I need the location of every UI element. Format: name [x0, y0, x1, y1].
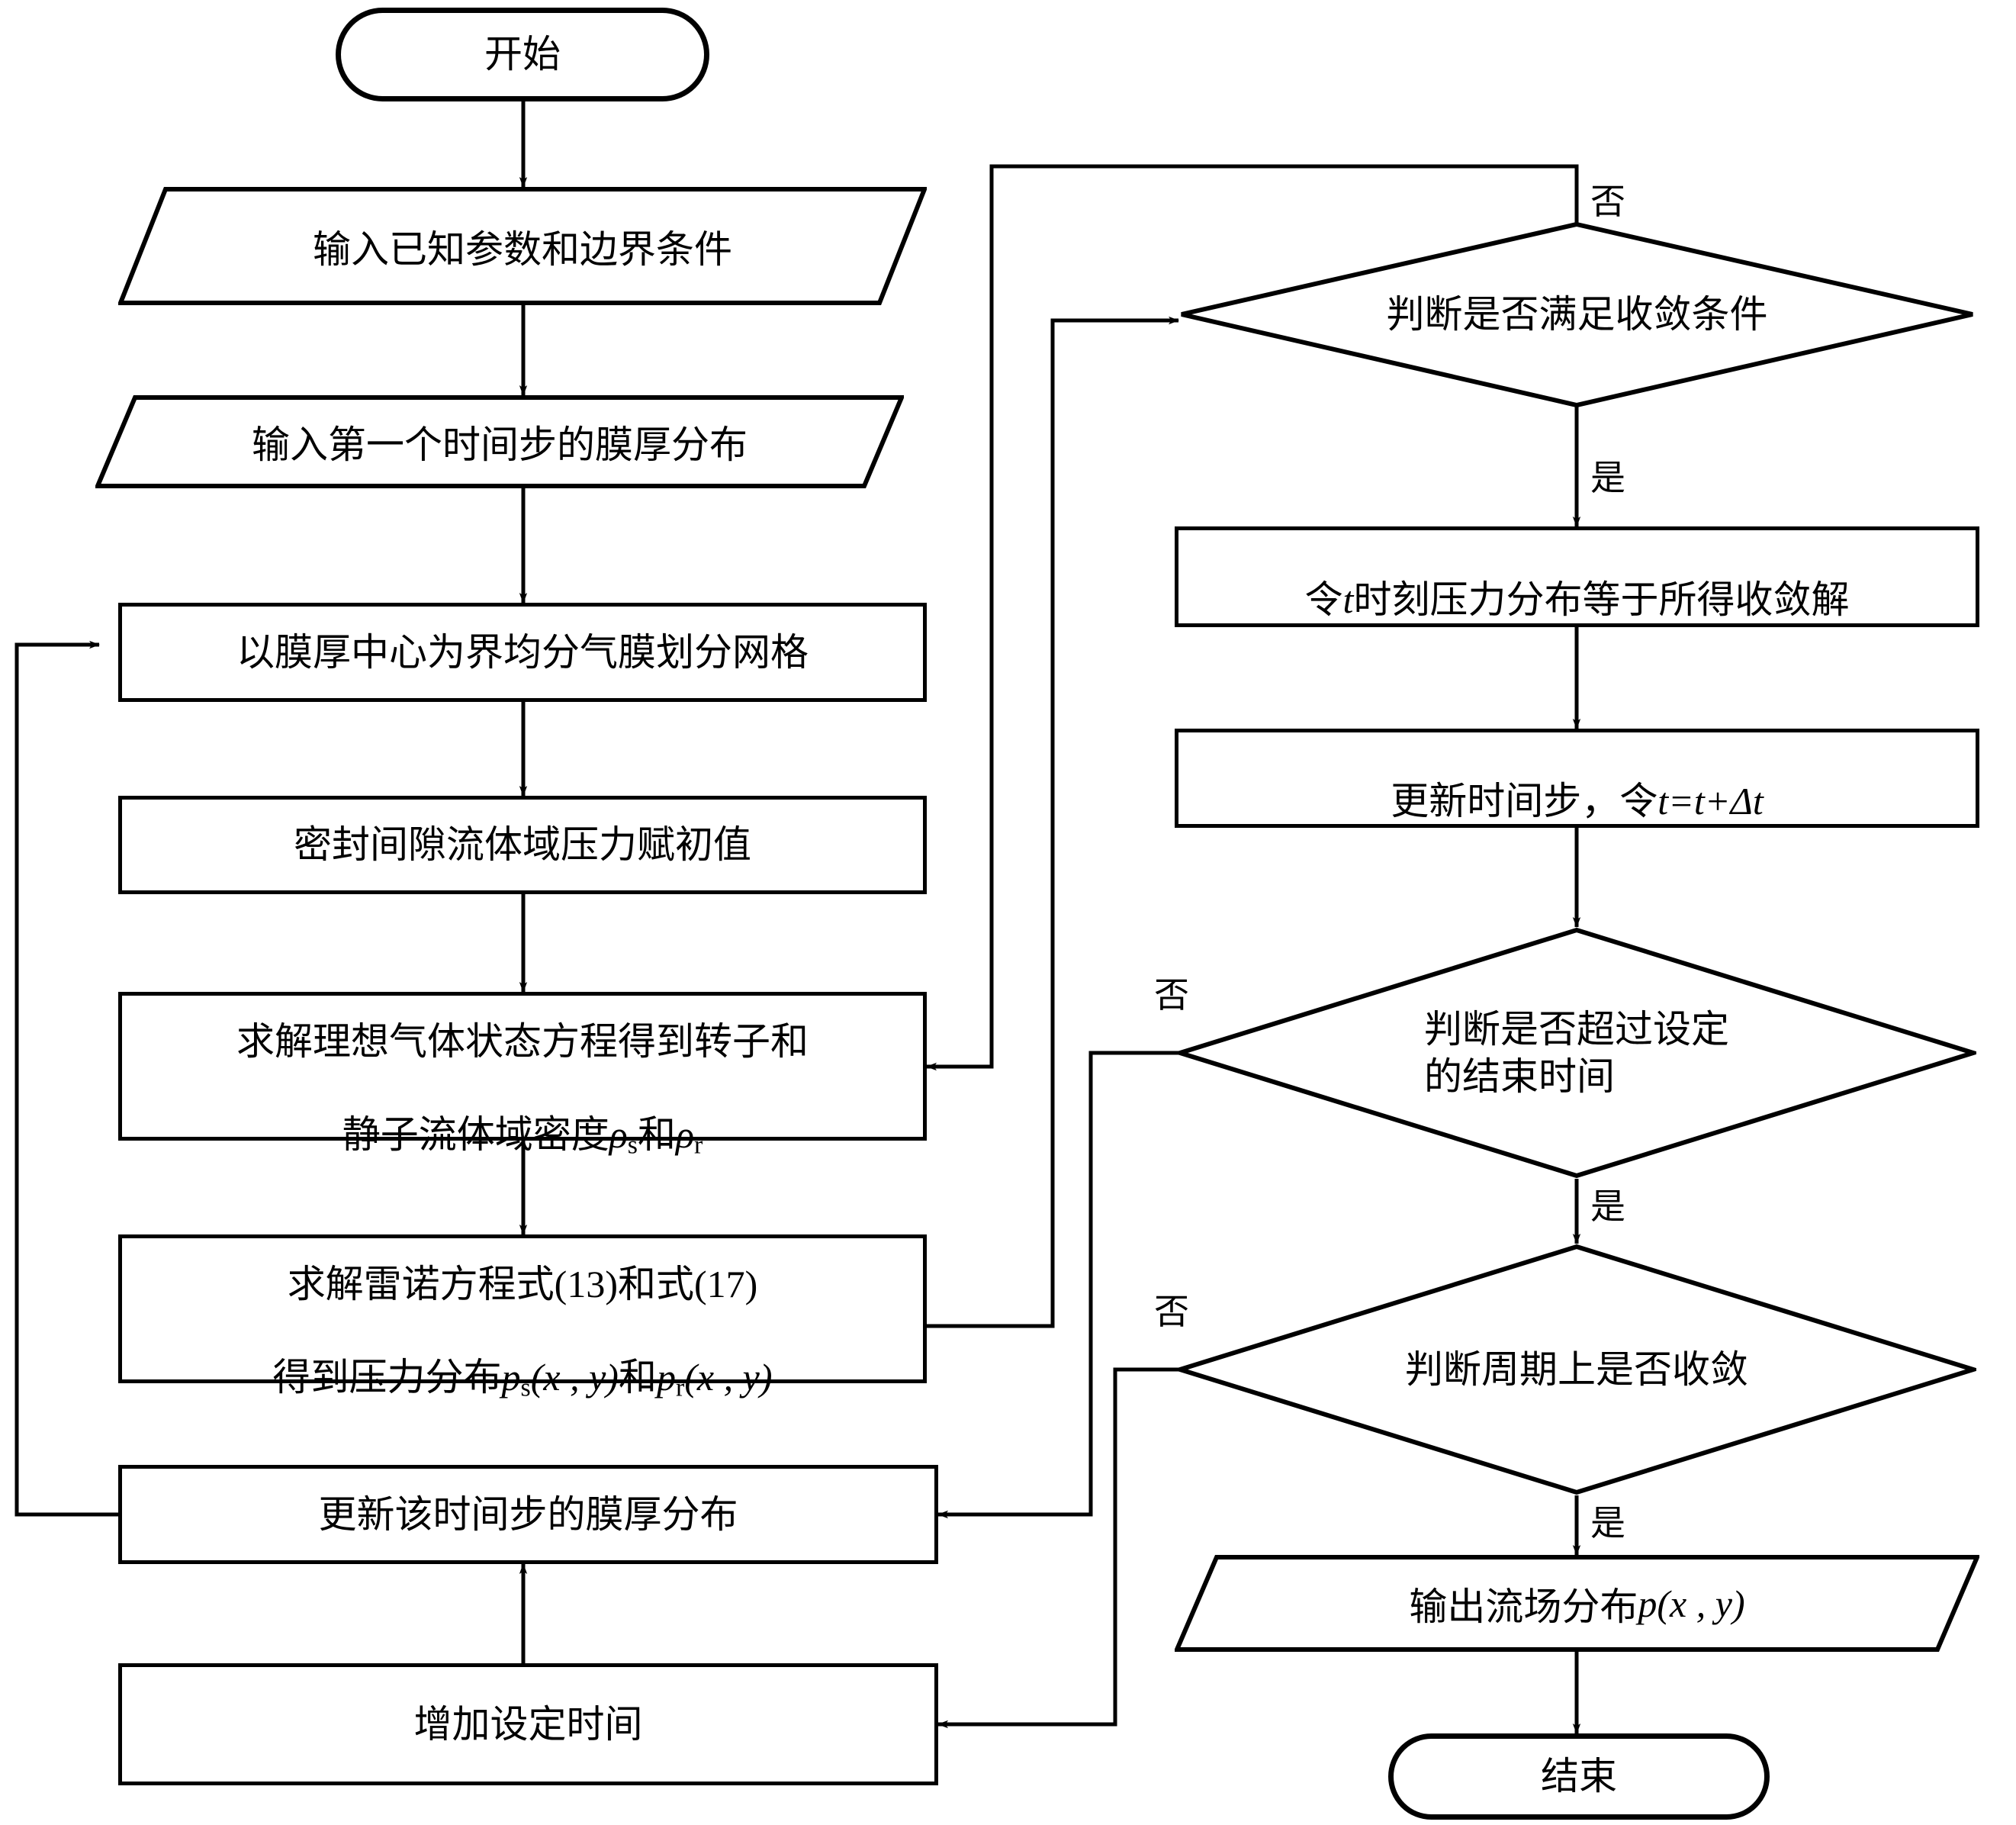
node-add-time-label: 增加设定时间 — [413, 1702, 643, 1746]
node-reynolds-line1: 求解雷诺方程式(13)和式(17) — [287, 1262, 758, 1305]
diamond-shape — [1177, 1244, 1976, 1495]
time-step-expression: t=t+Δt — [1657, 780, 1764, 822]
edge-label-endtime-no: 否 — [1154, 976, 1189, 1015]
edge-label-period-yes: 是 — [1590, 1504, 1625, 1543]
node-init-pressure[interactable]: 密封间隙流体域压力赋初值 — [118, 796, 927, 894]
rho-r-subscript: r — [693, 1131, 703, 1159]
p-s-arguments: (x , y) — [530, 1355, 619, 1399]
node-end-label: 结束 — [1541, 1755, 1617, 1798]
rho-r-symbol: ρ — [675, 1112, 694, 1156]
diamond-shape — [1181, 221, 1973, 408]
set-pressure-suffix: 时刻压力分布等于所得收敛解 — [1353, 578, 1850, 621]
p-r-subscript: r — [675, 1373, 685, 1402]
node-density-line2-prefix: 静子流体域密度 — [342, 1112, 609, 1156]
edge-label-converge-yes: 是 — [1590, 459, 1625, 497]
node-mesh[interactable]: 以膜厚中心为界均分气膜划分网格 — [118, 603, 927, 702]
node-update-film[interactable]: 更新该时间步的膜厚分布 — [118, 1465, 938, 1564]
parallelogram-shape — [118, 187, 927, 305]
node-input-params[interactable]: 输入已知参数和边界条件 — [118, 187, 927, 305]
rho-s-symbol: ρ — [609, 1112, 628, 1156]
node-mesh-label: 以膜厚中心为界均分气膜划分网格 — [236, 630, 809, 674]
node-end[interactable]: 结束 — [1388, 1733, 1770, 1820]
node-check-converge[interactable]: 判断是否满足收敛条件 — [1178, 221, 1976, 408]
node-input-film[interactable]: 输入第一个时间步的膜厚分布 — [95, 395, 904, 488]
rho-s-subscript: s — [627, 1131, 638, 1159]
set-pressure-prefix: 令 — [1304, 578, 1343, 621]
node-update-film-label: 更新该时间步的膜厚分布 — [318, 1492, 738, 1536]
node-density-line1: 求解理想气体状态方程得到转子和 — [236, 1019, 809, 1063]
diamond-shape — [1177, 927, 1976, 1179]
node-check-period-label: 判断周期上是否收敛 — [1405, 1347, 1748, 1391]
node-input-film-label: 输入第一个时间步的膜厚分布 — [252, 423, 748, 466]
pressure-arguments: (x , y) — [1657, 1582, 1745, 1625]
node-set-pressure-label: 令t时刻压力分布等于所得收敛解 — [1297, 530, 1857, 623]
node-check-converge-label: 判断是否满足收敛条件 — [1386, 293, 1768, 336]
p-s-symbol: p — [501, 1355, 521, 1399]
update-step-prefix: 更新时间步，令 — [1391, 780, 1658, 822]
node-add-time[interactable]: 增加设定时间 — [118, 1663, 938, 1785]
node-reynolds[interactable]: 求解雷诺方程式(13)和式(17) 得到压力分布ps(x , y)和pr(x ,… — [118, 1234, 927, 1402]
parallelogram-shape — [1175, 1555, 1979, 1652]
node-density-line2-conj: 和 — [637, 1112, 676, 1156]
node-start-label: 开始 — [484, 33, 561, 76]
node-start[interactable]: 开始 — [336, 8, 709, 101]
pressure-symbol-p: p — [1638, 1582, 1657, 1625]
edge-label-endtime-yes: 是 — [1590, 1187, 1625, 1226]
p-s-subscript: s — [520, 1373, 531, 1402]
node-reynolds-label: 求解雷诺方程式(13)和式(17) 得到压力分布ps(x , y)和pr(x ,… — [265, 1215, 780, 1404]
node-check-period[interactable]: 判断周期上是否收敛 — [1177, 1244, 1976, 1495]
node-update-step[interactable]: 更新时间步，令t=t+Δt — [1175, 729, 1979, 828]
edge-label-period-no: 否 — [1154, 1292, 1189, 1331]
time-variable-t: t — [1342, 578, 1354, 621]
node-density-label: 求解理想气体状态方程得到转子和 静子流体域密度ρs和ρr — [229, 972, 816, 1161]
node-reynolds-line2-conj: 和 — [618, 1355, 657, 1399]
node-reynolds-line2-prefix: 得到压力分布 — [272, 1355, 502, 1399]
node-init-pressure-label: 密封间隙流体域压力赋初值 — [294, 823, 751, 866]
p-r-arguments: (x , y) — [684, 1355, 773, 1399]
node-input-params-label: 输入已知参数和边界条件 — [313, 227, 732, 271]
node-check-endtime-label: 判断是否超过设定 的结束时间 — [1424, 1007, 1729, 1099]
edge-label-converge-no: 否 — [1590, 182, 1625, 221]
parallelogram-shape — [95, 395, 904, 488]
node-density[interactable]: 求解理想气体状态方程得到转子和 静子流体域密度ρs和ρr — [118, 992, 927, 1159]
node-check-endtime[interactable]: 判断是否超过设定 的结束时间 — [1177, 927, 1976, 1179]
output-prefix: 输出流场分布 — [1409, 1585, 1638, 1628]
p-r-symbol: p — [656, 1355, 676, 1399]
node-update-step-label: 更新时间步，令t=t+Δt — [1383, 732, 1771, 825]
node-set-pressure[interactable]: 令t时刻压力分布等于所得收敛解 — [1175, 526, 1979, 627]
